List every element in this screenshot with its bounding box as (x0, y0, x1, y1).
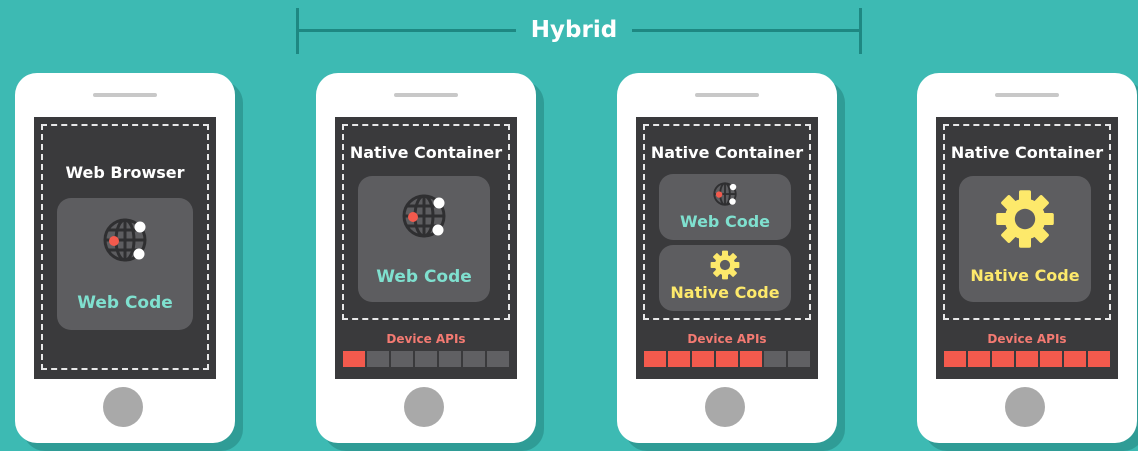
web-code-label: Web Code (77, 293, 173, 313)
native-code-label: Native Code (670, 283, 780, 302)
container-border (643, 124, 811, 320)
globe-icon (103, 218, 147, 262)
api-segment-active (716, 351, 738, 367)
api-segment-active (1088, 351, 1110, 367)
api-segment-inactive (487, 351, 509, 367)
bracket-line-right (632, 29, 862, 32)
phone-native: Native Container (917, 73, 1138, 451)
web-code-label: Web Code (376, 267, 472, 287)
web-code-box: Web Code (358, 176, 490, 302)
container-title: Native Container (349, 143, 503, 162)
gear-icon (710, 250, 740, 280)
api-segment-active (968, 351, 990, 367)
api-segment-active (668, 351, 690, 367)
phone-screen: Web Browser (34, 117, 216, 379)
api-segment-inactive (764, 351, 786, 367)
home-button-icon[interactable] (404, 387, 444, 427)
api-segment-inactive (439, 351, 461, 367)
web-code-box: Web Code (659, 174, 791, 240)
device-apis-label: Device APIs (386, 332, 466, 346)
speaker-icon (394, 93, 458, 97)
native-code-box: Native Code (959, 176, 1091, 302)
container-border (943, 124, 1111, 320)
device-apis-bar (944, 351, 1110, 367)
device-apis-label: Device APIs (687, 332, 767, 346)
phone-screen: Native Container Web Code (636, 117, 818, 379)
speaker-icon (995, 93, 1059, 97)
api-segment-inactive (391, 351, 413, 367)
container-title: Native Container (650, 143, 804, 162)
diagram: Hybrid Web Browser (15, 8, 1138, 451)
api-segment-inactive (463, 351, 485, 367)
api-segment-inactive (415, 351, 437, 367)
api-segment-inactive (788, 351, 810, 367)
phone-hybrid-web: Native Container (316, 73, 544, 451)
gear-icon (996, 190, 1054, 248)
phone-body: Native Container (917, 73, 1137, 443)
api-segment-active (992, 351, 1014, 367)
container-title: Native Container (950, 143, 1104, 162)
speaker-icon (93, 93, 157, 97)
native-code-box: Native Code (659, 245, 791, 311)
native-code-label: Native Code (970, 266, 1080, 285)
api-segment-inactive (367, 351, 389, 367)
phone-body: Native Container Web Code (617, 73, 837, 443)
home-button-icon[interactable] (705, 387, 745, 427)
container-border (41, 124, 209, 370)
phone-body: Web Browser (15, 73, 235, 443)
speaker-icon (695, 93, 759, 97)
api-segment-active (1040, 351, 1062, 367)
api-segment-active (644, 351, 666, 367)
api-segment-active (740, 351, 762, 367)
device-apis-label: Device APIs (987, 332, 1067, 346)
api-segment-active (692, 351, 714, 367)
api-segment-active (343, 351, 365, 367)
phone-screen: Native Container (936, 117, 1118, 379)
bracket-right-tick (859, 8, 862, 54)
bracket-line-left (296, 29, 516, 32)
phone-screen: Native Container (335, 117, 517, 379)
web-code-label: Web Code (680, 212, 770, 231)
phone-body: Native Container (316, 73, 536, 443)
api-segment-active (944, 351, 966, 367)
phone-web: Web Browser (15, 73, 243, 451)
web-code-box: Web Code (57, 198, 193, 330)
phone-hybrid-mixed: Native Container Web Code (617, 73, 845, 451)
container-border (342, 124, 510, 320)
api-segment-active (1016, 351, 1038, 367)
home-button-icon[interactable] (1005, 387, 1045, 427)
home-button-icon[interactable] (103, 387, 143, 427)
globe-icon (402, 194, 446, 238)
device-apis-bar (644, 351, 810, 367)
hybrid-label: Hybrid (530, 17, 618, 43)
api-segment-active (1064, 351, 1086, 367)
device-apis-bar (343, 351, 509, 367)
globe-icon (713, 182, 737, 206)
container-title: Web Browser (65, 163, 185, 182)
